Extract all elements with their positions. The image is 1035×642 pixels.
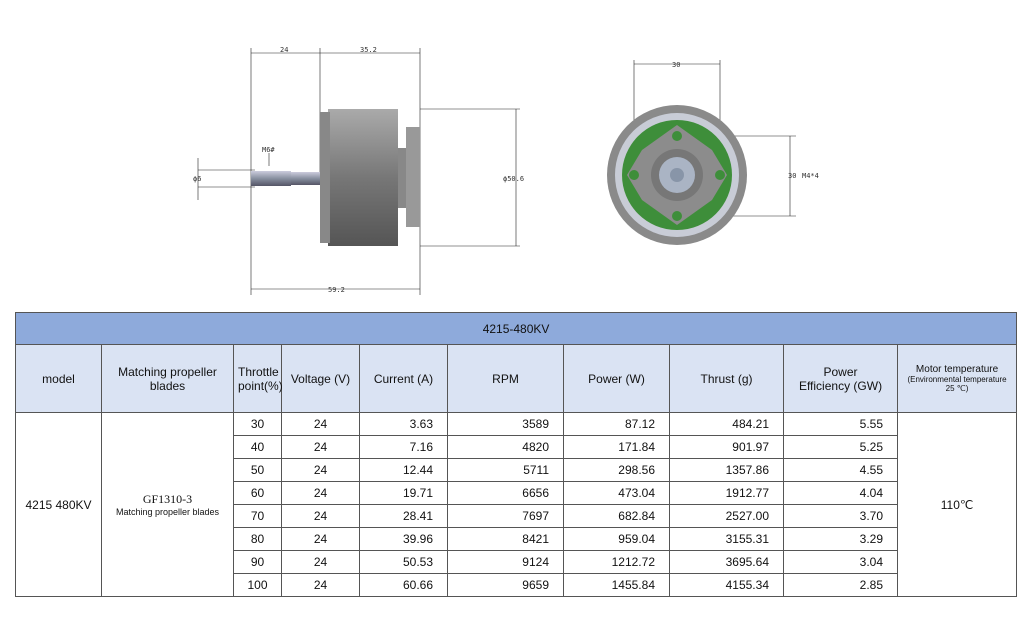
header-temperature-line2: (Environmental temperature 25 ℃): [907, 375, 1007, 393]
header-propeller: Matching propeller blades: [101, 344, 234, 413]
cell-current: 50.53: [359, 550, 448, 574]
cell-thrust: 1357.86: [669, 458, 784, 482]
table-title: 4215-480KV: [14, 312, 1018, 345]
cell-voltage: 24: [281, 550, 360, 574]
cell-eff: 2.85: [783, 573, 898, 597]
thread-label: M6#: [262, 146, 275, 154]
model-cell: 4215 480KV: [15, 412, 102, 597]
cell-current: 60.66: [359, 573, 448, 597]
cell-eff: 5.25: [783, 435, 898, 459]
cell-power: 1212.72: [563, 550, 670, 574]
cell-voltage: 24: [281, 435, 360, 459]
cell-thrust: 2527.00: [669, 504, 784, 528]
cell-power: 959.04: [563, 527, 670, 551]
cell-power: 1455.84: [563, 573, 670, 597]
cell-throttle: 90: [233, 550, 282, 574]
cell-thrust: 3695.64: [669, 550, 784, 574]
cell-voltage: 24: [281, 458, 360, 482]
dim-30-horizontal: 30: [672, 61, 680, 69]
dim-24: 24: [280, 46, 288, 54]
dim-30-vertical: 30: [788, 172, 796, 180]
header-model: model: [15, 344, 102, 413]
cell-throttle: 30: [233, 412, 282, 436]
cell-power: 171.84: [563, 435, 670, 459]
motor-drawing: 24 35.2 59.2 ϕ6 ϕ50.6 M6# 30 30 M4*4: [193, 46, 819, 295]
cell-current: 3.63: [359, 412, 448, 436]
header-power: Power (W): [563, 344, 670, 413]
temperature-cell: 110℃: [896, 412, 1018, 597]
cell-eff: 5.55: [783, 412, 898, 436]
cell-thrust: 484.21: [669, 412, 784, 436]
cell-throttle: 60: [233, 481, 282, 505]
spec-table: 4215-480KV model Matching propeller blad…: [14, 312, 1018, 597]
propeller-name: GF1310-3: [142, 492, 193, 506]
cell-rpm: 4820: [447, 435, 564, 459]
dim-59-2: 59.2: [328, 286, 345, 294]
screw-spec: M4*4: [802, 172, 819, 180]
cell-rpm: 3589: [447, 412, 564, 436]
cell-thrust: 3155.31: [669, 527, 784, 551]
dim-35-2: 35.2: [360, 46, 377, 54]
header-throttle-line2: point(%): [238, 378, 283, 393]
cell-power: 682.84: [563, 504, 670, 528]
cell-current: 19.71: [359, 481, 448, 505]
header-temperature: Motor temperature(Environmental temperat…: [896, 344, 1018, 413]
front-view: 30 30 M4*4: [607, 60, 819, 245]
cell-eff: 3.29: [783, 527, 898, 551]
cell-throttle: 50: [233, 458, 282, 482]
cell-rpm: 7697: [447, 504, 564, 528]
dim-dia-6: ϕ6: [193, 175, 201, 183]
header-rpm: RPM: [447, 344, 564, 413]
cell-throttle: 40: [233, 435, 282, 459]
cell-voltage: 24: [281, 412, 360, 436]
cell-voltage: 24: [281, 573, 360, 597]
cell-rpm: 8421: [447, 527, 564, 551]
header-thrust: Thrust (g): [669, 344, 784, 413]
cell-current: 39.96: [359, 527, 448, 551]
cell-thrust: 1912.77: [669, 481, 784, 505]
cell-thrust: 901.97: [669, 435, 784, 459]
cell-power: 87.12: [563, 412, 670, 436]
cell-throttle: 100: [233, 573, 282, 597]
header-efficiency-line1: Power: [823, 364, 858, 379]
cell-rpm: 6656: [447, 481, 564, 505]
dim-dia-50-6: ϕ50.6: [503, 175, 524, 183]
cell-power: 473.04: [563, 481, 670, 505]
cell-current: 12.44: [359, 458, 448, 482]
cell-eff: 3.70: [783, 504, 898, 528]
cell-eff: 4.55: [783, 458, 898, 482]
cell-rpm: 9659: [447, 573, 564, 597]
cell-throttle: 80: [233, 527, 282, 551]
cell-voltage: 24: [281, 504, 360, 528]
cell-current: 7.16: [359, 435, 448, 459]
cell-rpm: 5711: [447, 458, 564, 482]
cell-power: 298.56: [563, 458, 670, 482]
header-efficiency-line2: Efficiency (GW): [798, 378, 883, 393]
cell-thrust: 4155.34: [669, 573, 784, 597]
cell-rpm: 9124: [447, 550, 564, 574]
cell-throttle: 70: [233, 504, 282, 528]
header-current: Current (A): [359, 344, 448, 413]
header-throttle-line1: Throttle: [238, 364, 279, 379]
cell-eff: 4.04: [783, 481, 898, 505]
cell-voltage: 24: [281, 527, 360, 551]
cell-current: 28.41: [359, 504, 448, 528]
header-voltage: Voltage (V): [281, 344, 360, 413]
header-temperature-line1: Motor temperature: [915, 364, 999, 375]
cell-eff: 3.04: [783, 550, 898, 574]
cell-voltage: 24: [281, 481, 360, 505]
propeller-subtitle: Matching propeller blades: [115, 507, 220, 517]
